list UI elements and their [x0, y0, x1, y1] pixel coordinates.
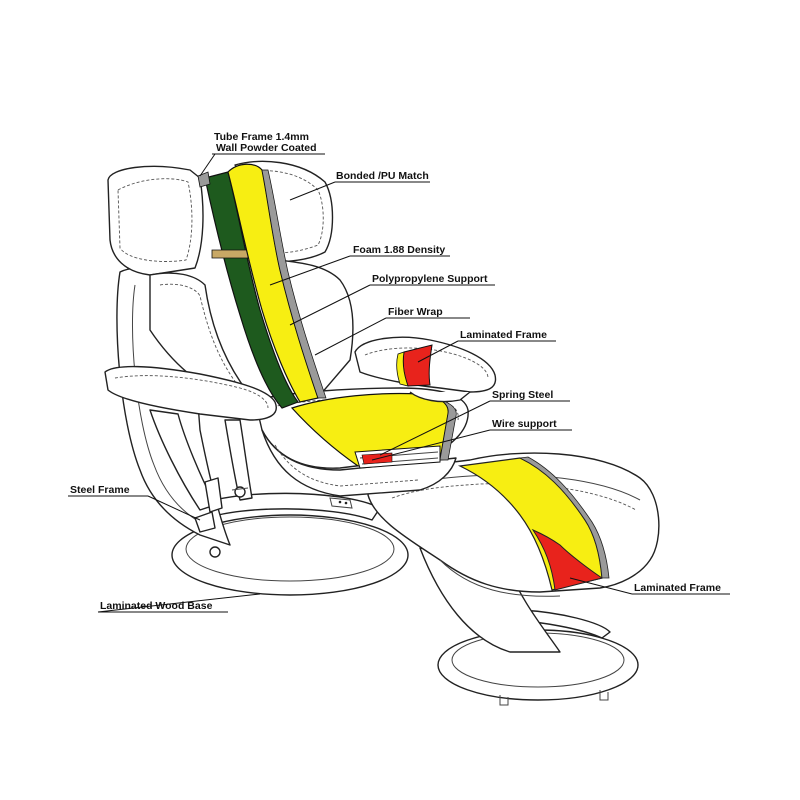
label-laminated-wood-base: Laminated Wood Base	[100, 600, 213, 612]
ottoman-fiber-wrap	[518, 456, 610, 579]
label-tube-frame: Tube Frame 1.4mm	[214, 131, 309, 143]
tube-frame-cap	[197, 171, 211, 188]
label-bonded-pu: Bonded /PU Match	[336, 170, 429, 182]
ottoman-base	[437, 609, 639, 706]
label-spring-steel: Spring Steel	[492, 389, 553, 401]
label-wire-support: Wire support	[492, 418, 557, 430]
label-steel-frame: Steel Frame	[70, 484, 130, 496]
chair	[104, 160, 497, 558]
back-fiber-wrap	[261, 169, 327, 399]
arm-foam-edge	[396, 351, 409, 387]
label-laminated-frame-arm: Laminated Frame	[460, 329, 547, 341]
ottoman	[367, 452, 660, 653]
label-tube-frame-coating: Wall Powder Coated	[216, 142, 317, 154]
ottoman-laminated-frame	[531, 528, 604, 591]
labels: Tube Frame 1.4mm Wall Powder Coated Bond…	[70, 131, 721, 612]
tube-bracket	[211, 249, 249, 259]
arm-laminated-frame	[402, 344, 433, 387]
label-laminated-frame-ottoman: Laminated Frame	[634, 582, 721, 594]
label-fiber-wrap: Fiber Wrap	[388, 306, 443, 318]
label-foam-density: Foam 1.88 Density	[353, 244, 445, 256]
callout-lines	[68, 153, 730, 613]
label-polypropylene: Polypropylene Support	[372, 273, 488, 285]
